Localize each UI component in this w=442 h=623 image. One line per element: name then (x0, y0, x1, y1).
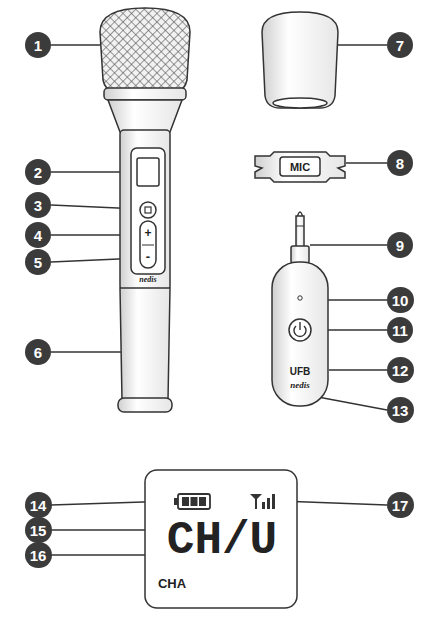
callout-number: 3 (25, 192, 51, 218)
callout-number: 17 (387, 492, 414, 518)
callout-number: 11 (387, 317, 413, 343)
lcd-digits: CH/U (167, 518, 277, 564)
callout-text: 5 (34, 255, 42, 270)
model-marking: UFB (290, 367, 311, 377)
callout-number: 12 (387, 357, 414, 383)
lcd-text: CHA (158, 577, 186, 590)
callout-text: 2 (34, 165, 42, 180)
callout-number: 6 (25, 339, 51, 365)
callout-number: 16 (25, 542, 52, 568)
callout-number: 13 (387, 397, 414, 423)
callout-number: 8 (387, 150, 413, 176)
callout-number: 10 (387, 287, 414, 313)
callout-number: 7 (387, 32, 413, 58)
part-marking: MIC (290, 162, 310, 173)
callout-number: 14 (25, 492, 52, 518)
brand-logo: nedis (290, 381, 310, 390)
button-symbol: + (144, 227, 151, 239)
button-symbol: - (146, 250, 150, 263)
callout-text: 17 (392, 498, 409, 513)
mic-clip (255, 152, 345, 182)
callout-text: 16 (30, 548, 47, 563)
windscreen (262, 12, 338, 108)
callout-text: 8 (396, 156, 404, 171)
callout-text: 6 (34, 345, 42, 360)
callout-text: 13 (392, 403, 409, 418)
callout-number: 5 (25, 249, 51, 275)
callout-text: 11 (392, 323, 408, 338)
lcd-screen (145, 470, 297, 608)
callout-number: 2 (25, 159, 51, 185)
callout-text: 3 (34, 198, 42, 213)
callout-number: 4 (25, 222, 51, 248)
callout-text: 15 (30, 523, 47, 538)
callout-number: 9 (387, 232, 413, 258)
callout-text: 14 (30, 498, 47, 513)
callout-text: 1 (34, 38, 42, 53)
callout-text: 7 (396, 38, 404, 53)
callout-number: 15 (25, 517, 52, 543)
callout-number: 1 (25, 32, 51, 58)
callout-text: 12 (392, 363, 409, 378)
microphone (100, 8, 190, 412)
callout-text: 9 (396, 238, 404, 253)
brand-logo: nedis (139, 276, 156, 284)
callout-text: 10 (392, 293, 409, 308)
callout-text: 4 (34, 228, 42, 243)
receiver (272, 212, 328, 406)
